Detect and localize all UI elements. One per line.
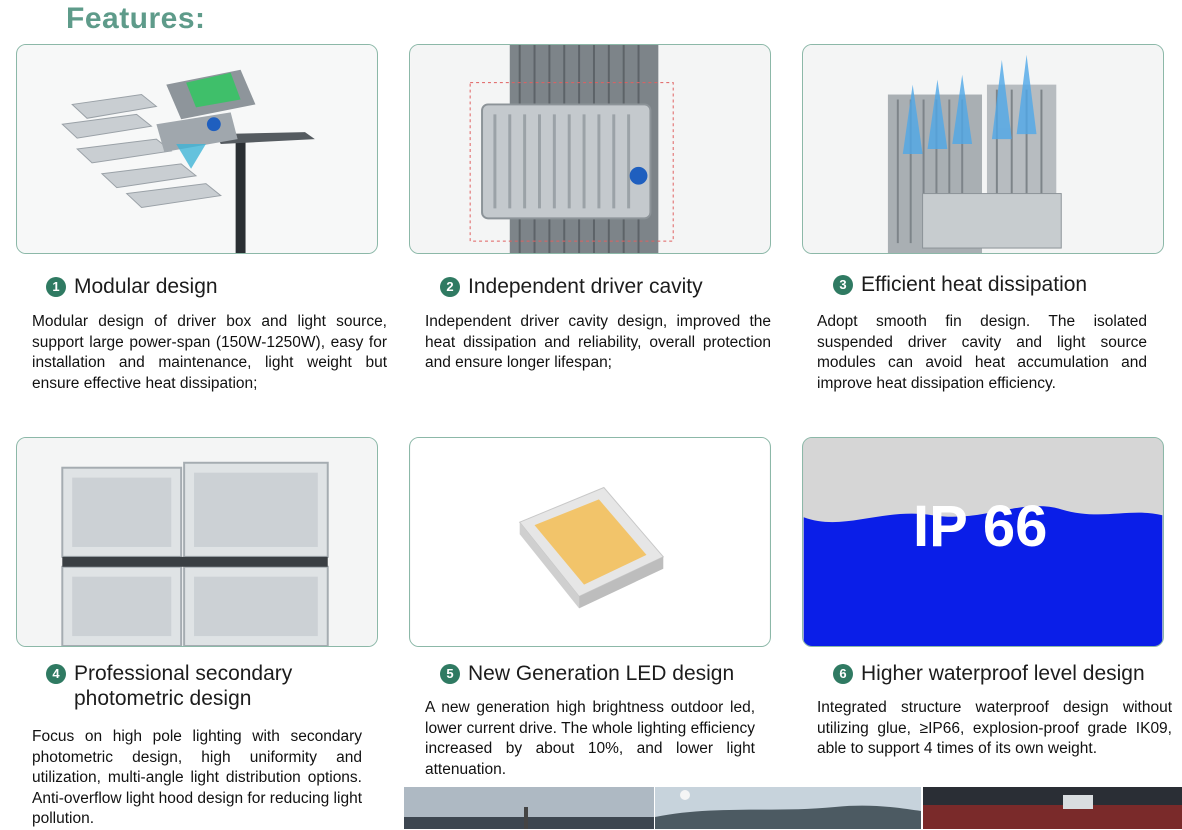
stadium-photo-3 — [923, 787, 1182, 829]
feature-5-number: 5 — [440, 664, 460, 684]
waterproof-image: IP 66 — [802, 437, 1164, 647]
feature-1-number: 1 — [46, 277, 66, 297]
feature-1-description: Modular design of driver box and light s… — [32, 313, 387, 392]
feature-6-number: 6 — [833, 664, 853, 684]
stadium-photo-1 — [404, 787, 654, 829]
photometric-design-image — [16, 437, 378, 647]
feature-2-number: 2 — [440, 277, 460, 297]
led-chip-image — [409, 437, 771, 647]
feature-6-description: Integrated structure waterproof design w… — [817, 699, 1172, 757]
feature-4-number: 4 — [46, 664, 66, 684]
feature-2-description: Independent driver cavity design, improv… — [425, 313, 771, 371]
page-heading: Features: — [66, 2, 206, 35]
feature-3-description: Adopt smooth fin design. The isolated su… — [817, 313, 1147, 392]
heat-dissipation-image — [802, 44, 1164, 254]
driver-cavity-image — [409, 44, 771, 254]
feature-5-description: A new generation high brightness outdoor… — [425, 699, 755, 778]
ip-rating-badge: IP 66 — [913, 494, 1048, 559]
modular-design-image — [16, 44, 378, 254]
stadium-photo-2 — [655, 787, 921, 829]
feature-3-number: 3 — [833, 275, 853, 295]
feature-4-description: Focus on high pole lighting with seconda… — [32, 728, 362, 827]
